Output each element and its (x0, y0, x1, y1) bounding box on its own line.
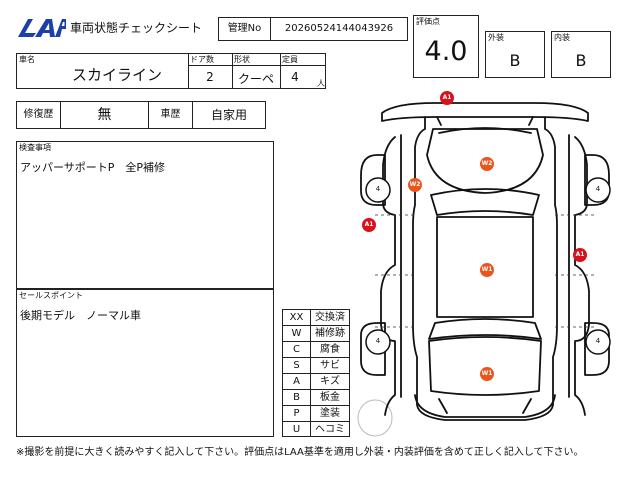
usage-label: 車歴 (149, 102, 193, 128)
marker-front-left-fender: W2 (408, 178, 422, 192)
shape-value: クーペ (237, 72, 274, 86)
marker-trunk: W1 (480, 367, 494, 381)
lap-logo (18, 19, 66, 37)
doors-value: 2 (206, 70, 214, 84)
tire-front-left-value: 4 (375, 185, 381, 193)
capacity-unit: 人 (317, 79, 325, 88)
marker-hood: W2 (480, 157, 494, 171)
marker-roof: W1 (480, 263, 494, 277)
interior-grade-box: 内装 B (551, 31, 611, 78)
footer-note: ※撮影を前提に大きく読みやすく記入して下さい。評価点はLAA基準を適用し外装・内… (16, 447, 584, 458)
interior-value: B (575, 51, 587, 70)
tire-rear-left-value: 4 (375, 337, 381, 345)
management-number-box: 管理No 20260524144043926 (218, 17, 408, 41)
marker-right-side: A1 (573, 248, 587, 262)
car-diagram (360, 102, 611, 421)
exterior-grade-box: 外装 B (485, 31, 545, 78)
grade-value: 4.0 (424, 36, 468, 67)
management-number-label: 管理No (219, 18, 271, 40)
doors-label: ドア数 (190, 55, 214, 64)
usage-value: 自家用 (210, 108, 247, 122)
stamp-circle (357, 399, 393, 437)
inspection-label: 検査事項 (19, 143, 51, 152)
capacity-label: 定員 (282, 55, 298, 64)
tire-rear-right-value: 4 (595, 337, 601, 345)
sales-point-content: 後期モデル ノーマル車 (20, 309, 141, 322)
marker-left-side: A1 (362, 218, 376, 232)
inspection-box: 検査事項 アッパーサポートP 全P補修 (16, 141, 274, 289)
sales-point-label: セールスポイント (19, 291, 83, 300)
exterior-value: B (509, 51, 521, 70)
inspection-content: アッパーサポートP 全P補修 (20, 161, 166, 174)
interior-label: 内装 (554, 33, 570, 42)
shape-label: 形状 (234, 55, 250, 64)
repair-value: 無 (61, 102, 149, 128)
car-name-value: スカイライン (71, 66, 162, 84)
management-number-value: 20260524144043926 (284, 23, 394, 34)
vehicle-info-box: 車名 スカイライン ドア数 2 形状 クーペ 定員 4 人 (16, 53, 326, 89)
tire-front-right-value: 4 (595, 185, 601, 193)
repair-label: 修復歴 (17, 102, 61, 128)
sheet-title: 車両状態チェックシート (70, 21, 203, 35)
sales-point-box: セールスポイント 後期モデル ノーマル車 (16, 289, 274, 437)
exterior-label: 外装 (488, 33, 504, 42)
car-name-label: 車名 (19, 55, 35, 64)
capacity-value: 4 (291, 70, 299, 84)
grade-box: 評価点 4.0 (413, 15, 479, 78)
marker-front-bumper: A1 (440, 91, 454, 105)
grade-label: 評価点 (416, 17, 440, 26)
history-box: 修復歴 無 車歴 自家用 (16, 101, 266, 129)
